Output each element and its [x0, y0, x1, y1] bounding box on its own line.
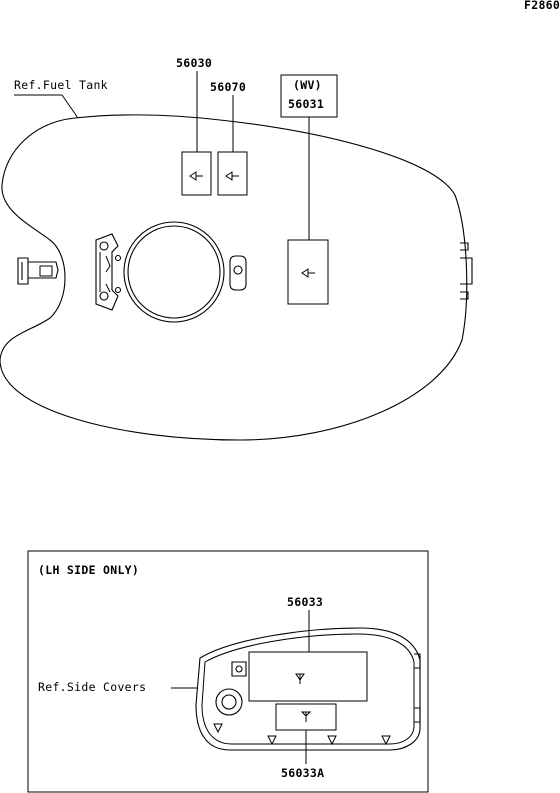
- fuel-tank: [0, 114, 473, 441]
- cap-latch: [229, 255, 247, 291]
- side-cover: [195, 627, 421, 751]
- label-56031: (WV) 56031: [280, 74, 338, 305]
- part-number-56033: 56033: [287, 595, 323, 609]
- lh-side-box: (LH SIDE ONLY) 56033 5: [27, 550, 429, 793]
- part-number-56031: 56031: [288, 97, 324, 111]
- figure-code: F2860: [524, 0, 560, 12]
- ref-fuel-tank-label: Ref.Fuel Tank: [14, 78, 108, 92]
- part-number-56030: 56030: [176, 56, 212, 70]
- lh-side-only-note: (LH SIDE ONLY): [38, 563, 139, 577]
- part-number-56033a: 56033A: [281, 766, 324, 780]
- ref-side-covers-label: Ref.Side Covers: [38, 680, 146, 694]
- cap-hinge-bracket: [95, 233, 122, 311]
- label-56033: [248, 651, 368, 702]
- part-number-56070: 56070: [210, 80, 246, 94]
- label-56030: 56030: [176, 56, 212, 196]
- label-56070: 56070: [210, 80, 248, 196]
- wv-note: (WV): [293, 78, 322, 92]
- fuel-cap-inner: [127, 225, 221, 319]
- fuel-cap-outer: [123, 221, 225, 323]
